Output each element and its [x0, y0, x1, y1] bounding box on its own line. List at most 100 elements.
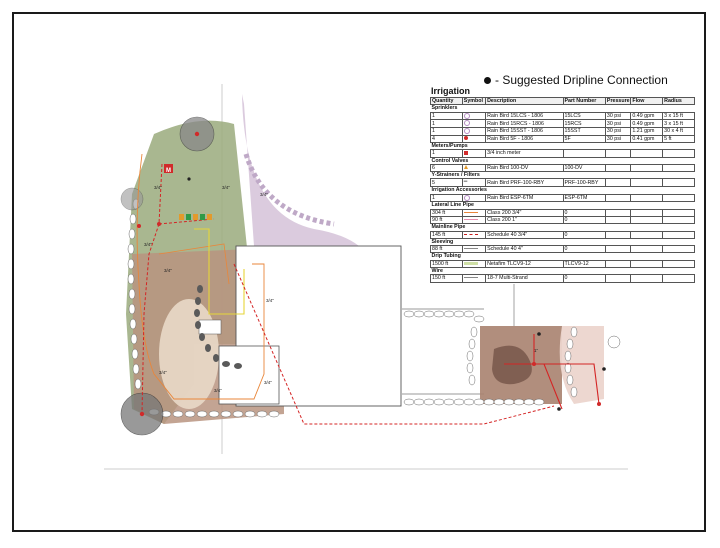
schedule-section-row: Meters/Pumps	[430, 141, 695, 151]
schedule-pressure-cell: 30 psi	[604, 134, 632, 144]
schedule-section-row: Sleeving	[430, 237, 695, 247]
schedule-quantity-cell: 4	[430, 134, 463, 144]
linegray-symbol-icon	[463, 248, 478, 250]
schedule-symbol-cell: ═	[461, 178, 487, 188]
linedash-symbol-icon	[463, 233, 478, 235]
schedule-description-cell: Schedule 40 3/4"	[485, 230, 564, 239]
schedule-section-row: Lateral Line Pipe	[430, 201, 695, 210]
tri-symbol-icon	[463, 165, 468, 170]
schedule-part-cell: 100-DV	[562, 163, 606, 173]
ring-symbol-icon	[463, 113, 470, 119]
schedule-symbol-cell	[461, 193, 487, 203]
ring-symbol-icon	[463, 128, 470, 134]
schedule-radius-cell	[662, 230, 695, 239]
dripline-legend: - Suggested Dripline Connection	[484, 73, 668, 87]
pipe-size-label-3: 3/4"	[260, 192, 268, 197]
schedule-part-cell: 15LCS	[562, 111, 606, 121]
schedule-pressure-cell	[604, 245, 632, 254]
schedule-symbol-cell	[461, 111, 487, 121]
schedule-radius-cell	[662, 245, 695, 254]
schedule-pressure-cell	[604, 259, 632, 269]
schedule-section-row: Drip Tubing	[430, 252, 695, 261]
schedule-section-name: Drip Tubing	[430, 252, 695, 261]
schedule-symbol-cell	[461, 163, 487, 173]
schedule-radius-cell	[662, 178, 695, 188]
schedule-quantity-cell: 150 ft	[430, 274, 463, 283]
patio-feature	[492, 345, 532, 385]
schedule-quantity-cell: 1	[430, 111, 463, 121]
dripline-legend-text: - Suggested Dripline Connection	[495, 73, 668, 87]
schedule-flow-cell: 0.49 gpm	[630, 119, 664, 128]
schedule-section-name: Y-Strainers / Filters	[430, 171, 695, 180]
schedule-part-cell: ESP-6TM	[562, 193, 606, 203]
schedule-symbol-cell	[461, 127, 487, 136]
schedule-quantity-cell: 5	[430, 178, 463, 188]
schedule-flow-cell	[630, 230, 664, 239]
sprinkler-heads	[137, 131, 601, 417]
schedule-symbol-cell	[461, 119, 487, 128]
schedule-quantity-cell: 1	[430, 193, 463, 203]
site-plan: M 3/4" 3/4" 3/4" 3/4" 3/4" 3/4" 3/4" 3/4…	[104, 84, 628, 470]
schedule-symbol-cell	[461, 134, 487, 144]
ring-symbol-icon	[463, 195, 470, 201]
schedule-symbol-cell	[461, 245, 487, 254]
col-part-number: Part Number	[562, 96, 606, 106]
schedule-part-cell: PRF-100-RBY	[562, 178, 606, 188]
schedule-quantity-cell: 6	[430, 163, 463, 173]
linegray-symbol-icon	[463, 277, 478, 279]
lineorange-symbol-icon	[463, 211, 478, 213]
schedule-radius-cell	[662, 274, 695, 283]
schedule-radius-cell	[662, 259, 695, 269]
schedule-description-cell: 3/4 inch meter	[485, 149, 564, 158]
schedule-description-cell: Rain Bird 15SST - 1806	[485, 127, 564, 136]
schedule-pressure-cell: 30 psi	[604, 127, 632, 136]
schedule-section-name: Meters/Pumps	[430, 141, 695, 151]
schedule-part-cell: 0	[562, 230, 606, 239]
schedule-part-cell: 0	[562, 208, 606, 217]
schedule-symbol-cell	[461, 149, 487, 158]
linepink-symbol-icon	[463, 219, 478, 221]
schedule-section-name: Sleeving	[430, 237, 695, 247]
tree-right	[607, 335, 621, 349]
schedule-section-row: Wire	[430, 266, 695, 276]
schedule-quantity-cell: 1	[430, 119, 463, 128]
house-note	[198, 319, 222, 335]
schedule-title: Irrigation	[431, 86, 471, 96]
meter-symbol	[164, 164, 173, 173]
col-pressure: Pressure	[604, 96, 632, 106]
col-radius: Radius	[662, 96, 695, 106]
schedule-pressure-cell	[604, 230, 632, 239]
schedule-pressure-cell	[604, 149, 632, 158]
schedule-description-cell: Class 200 3/4"	[485, 208, 564, 217]
dark-stones	[194, 285, 242, 369]
light-oval	[159, 299, 219, 409]
col-flow: Flow	[630, 96, 664, 106]
pipe-size-label-1: 3/4"	[154, 185, 162, 190]
linegreen-symbol-icon	[463, 261, 478, 265]
schedule-symbol-cell	[461, 274, 487, 283]
walkway-area	[242, 94, 359, 246]
schedule-section-row: Y-Strainers / Filters	[430, 171, 695, 180]
schedule-radius-cell: 3 x 15 ft	[662, 111, 695, 121]
schedule-description-cell: Rain Bird 100-DV	[485, 163, 564, 173]
lateral-yellow	[194, 228, 245, 315]
box-symbol-icon	[463, 150, 468, 155]
schedule-part-cell: 0	[562, 215, 606, 225]
schedule-flow-cell	[630, 178, 664, 188]
schedule-part-cell: TLCV9-12	[562, 259, 606, 269]
schedule-part-cell: 0	[562, 274, 606, 283]
schedule-section-name: Sprinklers	[430, 104, 695, 113]
schedule-description-cell: Schedule 40 4"	[485, 245, 564, 254]
boulder-row-bottom	[403, 398, 545, 406]
col-quantity: Quantity	[430, 96, 463, 106]
schedule-section-row: Mainline Pipe	[430, 223, 695, 232]
house-bump	[218, 345, 280, 405]
